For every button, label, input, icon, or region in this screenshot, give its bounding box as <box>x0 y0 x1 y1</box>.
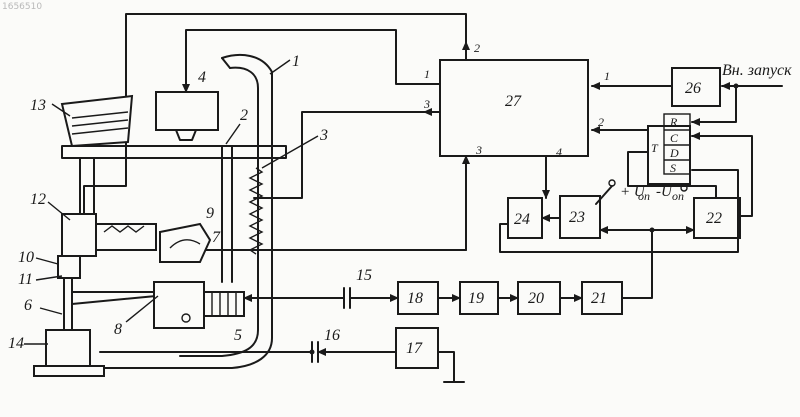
block-27-label: 27 <box>505 93 522 110</box>
label-10: 10 <box>18 249 34 266</box>
block-24-label: 24 <box>514 211 530 228</box>
part-8 <box>154 282 204 328</box>
label-5: 5 <box>234 327 242 344</box>
label-14: 14 <box>8 335 24 352</box>
uref-minus: -U <box>656 184 673 200</box>
port-out-4: 4 <box>556 145 562 159</box>
label-2: 2 <box>240 107 248 124</box>
label-13: 13 <box>30 97 46 114</box>
label-16: 16 <box>324 327 340 344</box>
block-23-label: 23 <box>569 209 585 226</box>
port-in-2: 2 <box>598 115 604 129</box>
block-26-label: 26 <box>685 80 701 97</box>
trigger-s: S <box>670 161 676 175</box>
watermark-id: 1656510 <box>2 2 42 12</box>
port-out-1: 1 <box>424 67 430 81</box>
port-out-2: 2 <box>474 41 480 55</box>
part-10 <box>58 256 80 278</box>
block-19-label: 19 <box>468 290 484 307</box>
part-14-base <box>34 366 104 376</box>
trigger-t <box>648 126 690 184</box>
label-11: 11 <box>18 271 33 288</box>
port-out-3b: 3 <box>475 143 482 157</box>
label-3: 3 <box>319 127 328 144</box>
label-15: 15 <box>356 267 372 284</box>
block-20-label: 20 <box>528 290 544 307</box>
part-14 <box>46 330 90 366</box>
label-7: 7 <box>212 229 221 246</box>
external-start-label: Вн. запуск <box>722 62 792 79</box>
port-in-1: 1 <box>604 69 610 83</box>
part-12 <box>62 214 96 256</box>
block-18-label: 18 <box>407 290 423 307</box>
block-21-label: 21 <box>591 290 607 307</box>
label-8: 8 <box>114 321 122 338</box>
block-17-label: 17 <box>406 340 423 357</box>
label-6: 6 <box>24 297 32 314</box>
label-1: 1 <box>292 53 300 70</box>
port-out-3: 3 <box>423 97 430 111</box>
label-4: 4 <box>198 69 206 86</box>
label-12: 12 <box>30 191 46 208</box>
trigger-r: R <box>669 115 678 129</box>
trigger-c: C <box>670 131 679 145</box>
trigger-d: D <box>669 146 679 160</box>
uref-plus-sub: оп <box>638 189 650 203</box>
part-4 <box>156 92 218 130</box>
block-22-label: 22 <box>706 210 722 227</box>
label-9: 9 <box>206 205 214 222</box>
part-5 <box>204 292 244 316</box>
